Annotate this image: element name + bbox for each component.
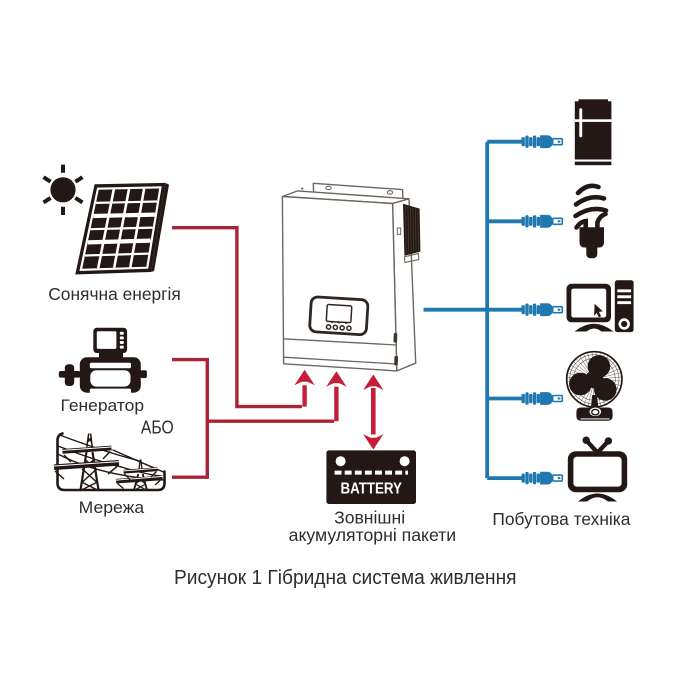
svg-text:Генератор: Генератор <box>61 396 145 415</box>
svg-text:АБО: АБО <box>141 418 174 438</box>
svg-text:Сонячна енергія: Сонячна енергія <box>48 284 181 304</box>
svg-text:BATTERY: BATTERY <box>340 480 402 497</box>
svg-text:Зовнішні: Зовнішні <box>334 508 405 528</box>
svg-text:Мережа: Мережа <box>79 498 145 517</box>
svg-text:Побутова техніка: Побутова техніка <box>492 509 630 529</box>
svg-text:акумуляторні пакети: акумуляторні пакети <box>289 525 457 545</box>
svg-text:Рисунок 1 Гібридна система жив: Рисунок 1 Гібридна система живлення <box>174 567 517 589</box>
